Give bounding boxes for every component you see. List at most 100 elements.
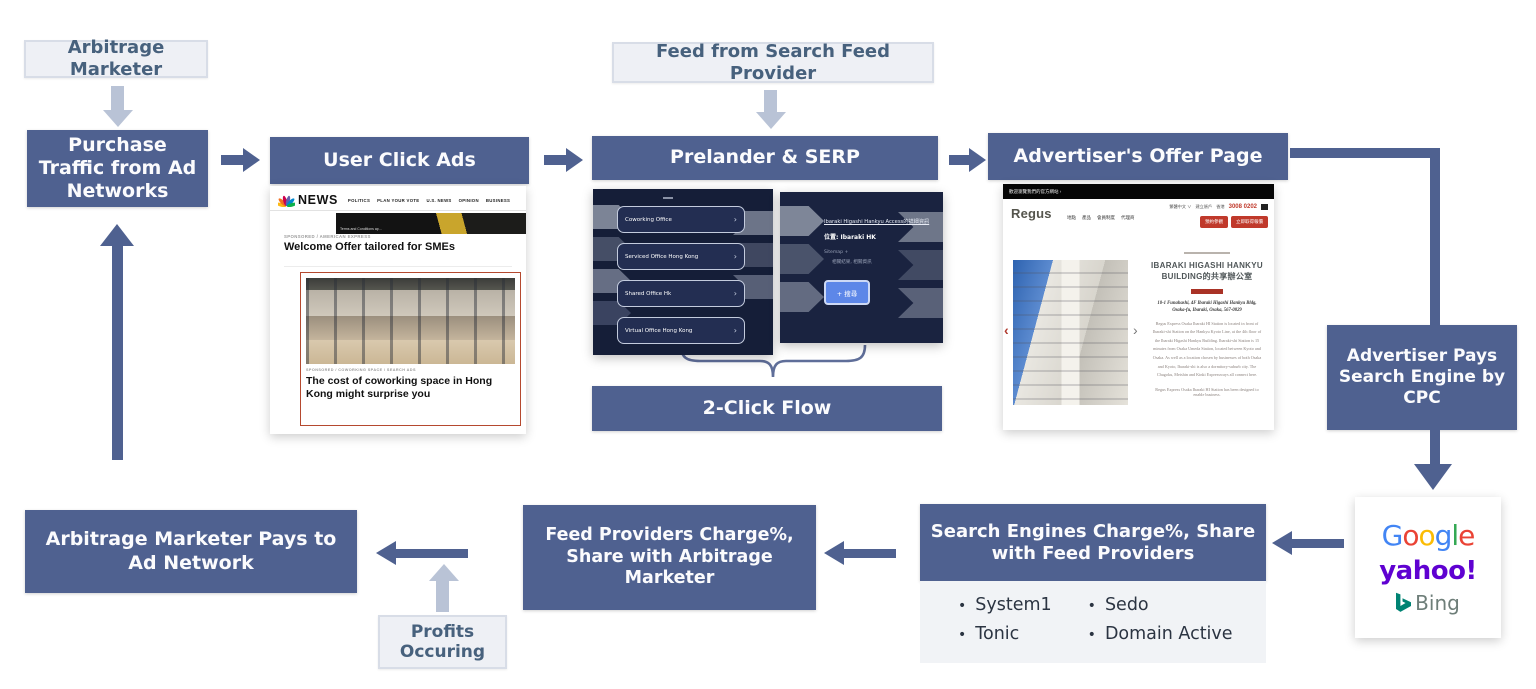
offer-page-screenshot: 歡迎瀏覽我們的官方網站 › Regus 地點 產品 會員制度 代理商 繁體中文 … — [1003, 184, 1274, 430]
phone-icon — [1261, 204, 1268, 210]
create-account-link[interactable]: 建立賬戶 — [1195, 204, 1213, 209]
bing-wordmark: Bing — [1415, 590, 1460, 615]
nav-item[interactable]: PLAN YOUR VOTE — [377, 197, 420, 203]
news-nav: POLITICS PLAN YOUR VOTE U.S. NEWS OPINIO… — [348, 198, 510, 203]
serp-search-button[interactable]: + 搜尋 — [824, 280, 870, 305]
arrow-feedprov-to-marketer — [396, 549, 468, 558]
bing-b-icon — [1396, 592, 1412, 612]
news-header: NEWS POLITICS PLAN YOUR VOTE U.S. NEWS O… — [278, 191, 520, 209]
native-ad-unit[interactable]: SPONSORED / COWORKING SPACE / SEARCH ADS… — [300, 272, 521, 426]
node-prelander-serp: Prelander & SERP — [592, 136, 938, 180]
offer-topbar[interactable]: 歡迎瀏覽我們的官方網站 › — [1003, 184, 1274, 199]
google-logo: Google — [1382, 519, 1476, 552]
ad-photo-office — [306, 278, 515, 364]
nav-item[interactable]: U.S. NEWS — [426, 197, 452, 203]
arrow-profits-up — [436, 579, 449, 612]
list-item: •Domain Active — [1088, 624, 1233, 644]
nav-item[interactable]: 會員制度 — [1097, 215, 1115, 220]
chevron-decoration — [898, 288, 943, 318]
arrow-charge-to-feedprov — [844, 549, 896, 558]
option-label: Coworking Office — [625, 216, 672, 223]
option-label: Shared Office Hk — [625, 290, 672, 297]
offer-cta-row: 預約參觀 立即取得報價 — [1200, 216, 1268, 228]
arrow-clickads-to-prelander — [544, 155, 567, 165]
serp-screenshot: Ibaraki Higashi Hankyu Access的詳細資訊 位置: I… — [780, 192, 943, 343]
prelander-screenshot: Coworking Office› Serviced Office Hong K… — [593, 189, 773, 355]
node-profits-occuring: Profits Occuring — [378, 615, 507, 669]
google-letter: o — [1418, 519, 1435, 552]
node-arbitrage-marketer-pays: Arbitrage Marketer Pays to Ad Network — [25, 510, 357, 593]
serp-meta-line: 相關結果, 相關資訊 — [832, 260, 872, 265]
bullet-icon: • — [958, 627, 967, 643]
divider — [1184, 252, 1230, 254]
serp-location-line: 位置: Ibaraki HK — [824, 234, 876, 241]
connector-offer-to-cpc-horizontal — [1290, 148, 1440, 158]
serp-result-title[interactable]: Ibaraki Higashi Hankyu Access的詳細資訊 — [824, 219, 930, 225]
nbc-peacock-icon — [278, 195, 295, 207]
carousel-next-icon[interactable]: › — [1133, 322, 1138, 338]
phone-number[interactable]: 3008 0202 — [1228, 204, 1257, 210]
carousel-prev-icon[interactable]: ‹ — [1004, 322, 1009, 338]
nav-item[interactable]: OPINION — [458, 197, 479, 203]
nav-item[interactable]: 產品 — [1082, 215, 1091, 220]
brace-two-click — [679, 345, 867, 378]
chevron-decoration — [780, 282, 824, 312]
offer-address: 10-1 Funahashi, 4F Ibaraki Higashi Hanky… — [1157, 300, 1257, 314]
book-tour-button[interactable]: 預約參觀 — [1200, 216, 1228, 228]
arrow-prelander-to-offer — [949, 155, 970, 165]
news-brand: NEWS — [298, 193, 338, 207]
connector-cpc-to-engines — [1430, 430, 1440, 466]
page-indicator-decoration — [663, 197, 673, 199]
language-selector[interactable]: 繁體中文 ∨ — [1169, 204, 1192, 209]
prelander-option-button[interactable]: Coworking Office› — [617, 206, 745, 233]
arrowhead-left-icon — [824, 541, 844, 565]
arrowhead-left-icon — [1272, 531, 1292, 555]
google-letter: g — [1434, 519, 1453, 552]
arrowhead-left-icon — [376, 541, 396, 565]
divider — [270, 210, 526, 211]
node-feed-providers-charge: Feed Providers Charge%, Share with Arbit… — [523, 505, 816, 610]
feed-providers-list: •System1 •Tonic •Sedo •Domain Active — [920, 581, 1266, 663]
chevron-decoration — [898, 212, 943, 242]
nav-item[interactable]: 地點 — [1067, 215, 1076, 220]
get-quote-button[interactable]: 立即取得報價 — [1231, 216, 1268, 228]
ad-headline: The cost of coworking space in Hong Kong… — [306, 375, 493, 401]
arrowhead-down-icon — [1414, 464, 1452, 490]
arrowhead-right-icon — [243, 148, 260, 172]
feed-providers-col-2: •Sedo •Domain Active — [1088, 595, 1233, 663]
option-label: Serviced Office Hong Kong — [625, 253, 699, 260]
divider-red — [1191, 288, 1223, 294]
prelander-option-button[interactable]: Shared Office Hk › — [617, 280, 745, 307]
arrowhead-up-icon — [429, 564, 459, 581]
news-headline: Welcome Offer tailored for SMEs — [284, 241, 455, 253]
serp-meta-line: Sitemap + — [824, 250, 849, 255]
node-feed-from-search-feed-provider: Feed from Search Feed Provider — [612, 41, 934, 84]
bing-logo: Bing — [1396, 592, 1460, 613]
nav-item[interactable]: BUSINESS — [485, 197, 511, 203]
arrow-marketer-to-purchase — [111, 86, 124, 112]
offer-utility-row: 繁體中文 ∨ 建立賬戶 香港 3008 0202 — [1169, 204, 1268, 210]
arrowhead-down-icon — [756, 112, 786, 129]
offer-title: IBARAKI HIGASHI HANKYU BUILDING的共享辦公室 — [1151, 261, 1263, 281]
building-photo — [1013, 260, 1128, 405]
regus-logo: Regus — [1011, 206, 1052, 221]
nav-item[interactable]: POLITICS — [347, 197, 371, 203]
offer-nav: 地點 產品 會員制度 代理商 — [1067, 215, 1135, 221]
prelander-option-button[interactable]: Virtual Office Hong Kong› — [617, 317, 745, 344]
prelander-option-button[interactable]: Serviced Office Hong Kong› — [617, 243, 745, 270]
arrow-payback-to-purchase — [112, 246, 123, 460]
list-item: •Sedo — [1088, 595, 1233, 615]
search-engines-logos: Google yahoo! Bing — [1355, 497, 1501, 638]
arrowhead-right-icon — [566, 148, 583, 172]
ad-sponsored-label: SPONSORED / COWORKING SPACE / SEARCH ADS — [306, 368, 416, 372]
offer-description: Regus Express Osaka Ibaraki HI Station i… — [1152, 320, 1262, 378]
arrowhead-down-icon — [103, 110, 133, 127]
chevron-right-icon: › — [733, 288, 737, 298]
connector-offer-to-cpc-vertical — [1430, 148, 1440, 325]
news-banner-image: Terms and Conditions ap… — [336, 213, 526, 234]
nav-item[interactable]: 代理商 — [1121, 215, 1135, 220]
offer-header: Regus 地點 產品 會員制度 代理商 繁體中文 ∨ 建立賬戶 香港 3008… — [1003, 199, 1274, 235]
node-user-click-ads: User Click Ads — [270, 137, 529, 184]
bullet-icon: • — [1087, 627, 1096, 643]
